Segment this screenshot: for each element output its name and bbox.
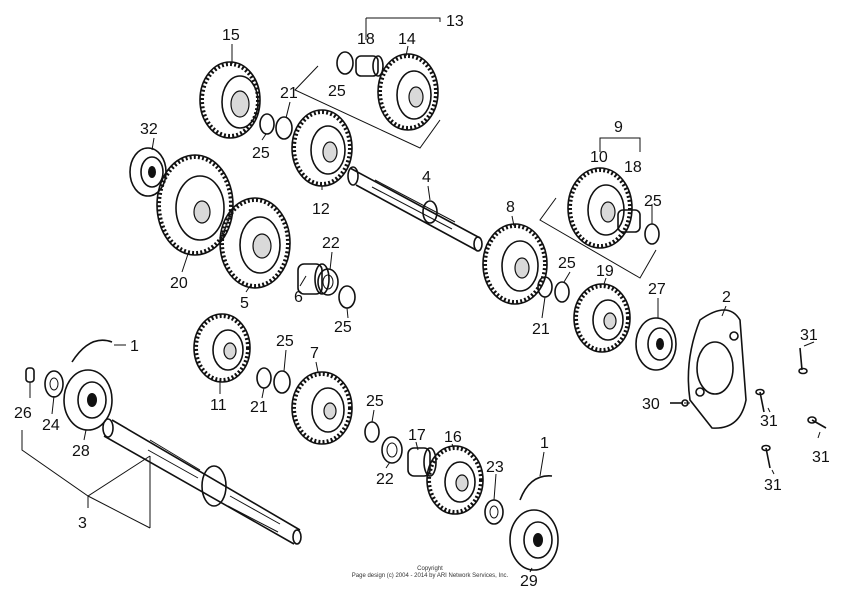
washer-21-top	[275, 116, 293, 140]
label-32: 32	[140, 121, 158, 138]
copyright-text: Page design (c) 2004 - 2014 by ARI Netwo…	[351, 573, 509, 579]
label-25f: 25	[276, 333, 294, 350]
label-7: 7	[310, 345, 319, 362]
label-11: 11	[210, 397, 227, 414]
screw-31-c	[807, 416, 827, 429]
screw-31-d	[761, 444, 771, 469]
bushing-6	[297, 263, 330, 295]
label-25c: 25	[644, 193, 662, 210]
gear-20	[156, 154, 234, 256]
label-29: 29	[520, 573, 538, 590]
copyright-title: Copyright	[417, 566, 443, 572]
label-30: 30	[642, 396, 660, 413]
washer-24	[44, 370, 64, 398]
bearing-27	[635, 317, 677, 371]
label-6: 6	[294, 289, 303, 306]
clip-1-right	[519, 475, 553, 501]
label-28: 28	[72, 443, 90, 460]
washer-21-low	[256, 367, 272, 389]
label-5: 5	[240, 295, 249, 312]
gear-7	[291, 371, 353, 445]
washer-22-upper	[317, 268, 339, 296]
label-15: 15	[222, 27, 240, 44]
label-13: 13	[446, 13, 464, 30]
label-21c: 21	[250, 399, 268, 416]
holder-plate-2	[687, 309, 747, 429]
washer-22-lower	[381, 436, 403, 464]
label-31c: 31	[812, 449, 830, 466]
label-2: 2	[722, 289, 731, 306]
circlip-25-mid-left	[338, 285, 356, 309]
label-1b: 1	[540, 435, 549, 452]
label-22a: 22	[322, 235, 340, 252]
label-1a: 1	[130, 338, 139, 355]
label-25d: 25	[558, 255, 576, 272]
label-20: 20	[170, 275, 188, 292]
label-16: 16	[444, 429, 462, 446]
gear-15	[199, 61, 261, 139]
assembly-13	[294, 17, 441, 149]
label-4: 4	[422, 169, 431, 186]
label-25e: 25	[334, 319, 352, 336]
label-9: 9	[614, 119, 623, 136]
screw-31-b	[755, 388, 765, 413]
pin-26	[25, 367, 35, 383]
gear-19	[573, 283, 631, 353]
circlip-25-mid-right	[554, 281, 570, 303]
shaft-3	[102, 418, 302, 545]
label-23: 23	[486, 459, 504, 476]
label-26: 26	[14, 405, 32, 422]
bushing-17	[407, 447, 437, 477]
circlip-25-low-left	[273, 370, 291, 394]
label-19: 19	[596, 263, 614, 280]
circlip-25-top-left	[259, 113, 275, 135]
gear-12	[291, 109, 353, 187]
label-12: 12	[312, 201, 330, 218]
screw-31-a	[798, 347, 808, 375]
label-17: 17	[408, 427, 426, 444]
label-25b: 25	[252, 145, 270, 162]
shaft-4	[347, 166, 483, 252]
label-27: 27	[648, 281, 666, 298]
label-22b: 22	[376, 471, 394, 488]
label-18b: 18	[624, 159, 642, 176]
bearing-29	[509, 509, 559, 571]
label-31a: 31	[800, 327, 818, 344]
label-25a: 25	[328, 83, 346, 100]
gear-16	[426, 445, 484, 515]
label-21b: 21	[532, 321, 550, 338]
gear-11	[193, 313, 251, 383]
label-8: 8	[506, 199, 515, 216]
copyright-notice: Copyright Page design (c) 2004 - 2014 by…	[300, 566, 560, 580]
label-24: 24	[42, 417, 60, 434]
label-25g: 25	[366, 393, 384, 410]
washer-23	[484, 499, 504, 525]
gear-8	[482, 223, 548, 305]
circlip-25-low	[364, 421, 380, 443]
label-18a: 18	[357, 31, 375, 48]
label-14: 14	[398, 31, 416, 48]
part-labels: 13 15 18 14 25 21 32 25 9 10 18 4 25 12 …	[14, 13, 830, 590]
label-10: 10	[590, 149, 608, 166]
label-31b: 31	[760, 413, 778, 430]
leader-lines	[21, 44, 821, 573]
clip-1-left	[71, 339, 113, 363]
label-31d: 31	[764, 477, 782, 494]
label-3: 3	[78, 515, 87, 532]
bearing-28	[63, 369, 113, 431]
assembly-9	[539, 137, 660, 279]
label-21a: 21	[280, 85, 298, 102]
gear-5	[219, 197, 291, 289]
